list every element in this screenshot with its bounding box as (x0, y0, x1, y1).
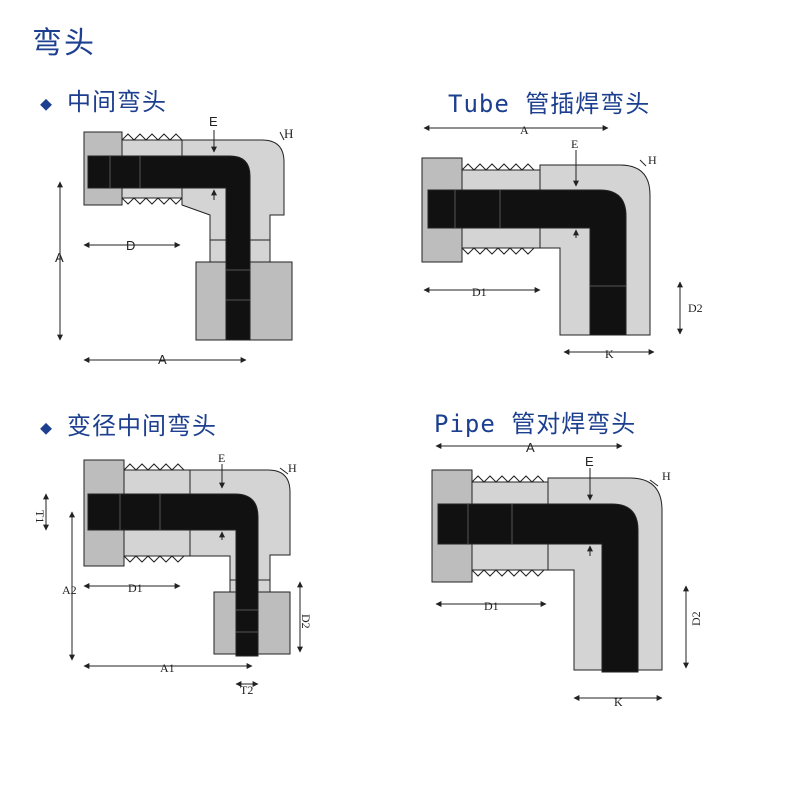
dim-label-h: H (662, 469, 671, 483)
section-title-pipe-butt-weld-elbow: Pipe 管对焊弯头 (434, 404, 636, 439)
diamond-bullet-icon: ◆ (40, 415, 54, 439)
dim-label-t1: T1 (33, 510, 47, 523)
dim-label-t2: T2 (240, 683, 253, 697)
dim-label-d: D (126, 238, 135, 253)
dim-label-e: E (209, 114, 218, 129)
dim-label-e: E (571, 137, 578, 151)
dim-label-d2: D2 (689, 611, 703, 626)
dim-label-a1: A1 (160, 661, 175, 675)
diamond-bullet-icon: ◆ (40, 91, 54, 115)
dim-label-d1: D1 (128, 581, 143, 595)
dim-label-a: A (526, 440, 535, 455)
diagram-tube-socket-weld-elbow (421, 125, 683, 355)
dim-label-h: H (648, 153, 657, 167)
dim-label-k: K (605, 347, 614, 361)
section-title-reducing-union-elbow: ◆ 变径中间弯头 (40, 406, 217, 441)
section-title-text: Pipe 管对焊弯头 (434, 410, 637, 438)
dim-label-a-horizontal: A (158, 352, 167, 367)
diagram-pipe-butt-weld-elbow (431, 443, 689, 701)
page-title: 弯头 (32, 26, 96, 61)
dim-label-k: K (614, 695, 623, 709)
dim-label-d1: D1 (484, 599, 499, 613)
dim-label-d2: D2 (688, 301, 703, 315)
section-title-text: Tube 管插焊弯头 (448, 90, 651, 118)
dim-label-h: H (284, 126, 293, 141)
dim-label-h: H (288, 461, 297, 475)
section-title-text: 中间弯头 (67, 88, 168, 116)
dim-label-d1: D1 (472, 285, 487, 299)
diagram-union-elbow (57, 130, 293, 363)
dim-label-e: E (585, 454, 594, 469)
section-title-tube-socket-weld-elbow: Tube 管插焊弯头 (448, 84, 650, 119)
dim-label-d2: D2 (299, 614, 313, 629)
section-title-text: 变径中间弯头 (67, 412, 218, 440)
dim-label-a2: A2 (62, 583, 77, 597)
section-title-union-elbow: ◆ 中间弯头 (40, 82, 167, 117)
dim-label-a: A (520, 123, 529, 137)
dim-label-a-vertical: A (55, 250, 64, 265)
dim-label-e: E (218, 451, 225, 465)
diagram-reducing-union-elbow (43, 459, 303, 687)
